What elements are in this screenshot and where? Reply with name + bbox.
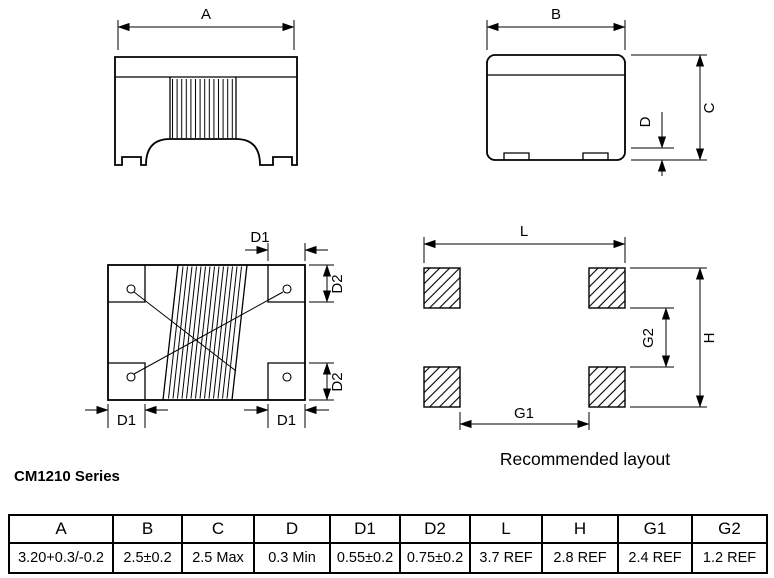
table-header-row: A B C D D1 D2 L H G1 G2 xyxy=(8,514,768,544)
table-value-cell: 0.55±0.2 xyxy=(329,542,401,574)
dim-label-h: H xyxy=(701,333,718,344)
technical-drawing: A B C D xyxy=(85,6,718,469)
table-value-cell: 2.8 REF xyxy=(541,542,619,574)
side-view: B C D xyxy=(486,6,718,176)
table-header-cell: B xyxy=(112,514,183,544)
series-title: CM1210 Series xyxy=(14,468,120,485)
dim-label-l: L xyxy=(520,223,528,240)
table-header-cell: G1 xyxy=(617,514,693,544)
front-view: A xyxy=(114,6,298,166)
table-value-cell: 0.3 Min xyxy=(253,542,331,574)
table-value-cell: 2.5 Max xyxy=(181,542,255,574)
wire-end-mark xyxy=(126,372,136,382)
dim-label-d1-bottom-left: D1 xyxy=(117,412,136,429)
solder-pad xyxy=(588,267,626,309)
table-header-cell: L xyxy=(469,514,543,544)
wire-end-mark xyxy=(126,284,136,294)
recommended-layout: L H G2 G1 Recommended layout xyxy=(423,223,718,469)
wire-end-mark xyxy=(282,284,292,294)
solder-pad xyxy=(423,366,461,408)
table-value-cell: 1.2 REF xyxy=(691,542,768,574)
table-value-cell: 3.7 REF xyxy=(469,542,543,574)
dimension-table: A B C D D1 D2 L H G1 G2 3.20+0.3/-0.2 2.… xyxy=(8,514,768,574)
dim-label-d1-top: D1 xyxy=(250,229,269,246)
table-header-cell: C xyxy=(181,514,255,544)
winding-hatch-front xyxy=(171,79,235,138)
table-header-cell: D1 xyxy=(329,514,401,544)
table-header-cell: A xyxy=(8,514,114,544)
table-header-cell: H xyxy=(541,514,619,544)
top-view: D1 D1 D1 D2 D2 xyxy=(85,229,346,429)
winding-hatch-top xyxy=(168,266,242,399)
dim-label-a: A xyxy=(201,6,211,23)
solder-pad xyxy=(588,366,626,408)
table-value-cell: 0.75±0.2 xyxy=(399,542,471,574)
dim-label-g2: G2 xyxy=(640,328,657,348)
table-value-cell: 2.4 REF xyxy=(617,542,693,574)
dim-label-d: D xyxy=(637,116,654,127)
table-header-cell: D2 xyxy=(399,514,471,544)
solder-pad xyxy=(423,267,461,309)
dim-label-b: B xyxy=(551,6,561,23)
dim-label-d1-bottom-right: D1 xyxy=(277,412,296,429)
table-header-cell: D xyxy=(253,514,331,544)
dim-label-d2-top: D2 xyxy=(329,274,346,293)
dim-label-g1: G1 xyxy=(514,405,534,422)
layout-caption: Recommended layout xyxy=(500,449,670,469)
dim-label-c: C xyxy=(701,102,718,113)
dim-label-d2-bottom: D2 xyxy=(329,372,346,391)
table-value-row: 3.20+0.3/-0.2 2.5±0.2 2.5 Max 0.3 Min 0.… xyxy=(8,542,768,574)
wire-end-mark xyxy=(282,372,292,382)
table-header-cell: G2 xyxy=(691,514,768,544)
table-value-cell: 3.20+0.3/-0.2 xyxy=(8,542,114,574)
table-value-cell: 2.5±0.2 xyxy=(112,542,183,574)
